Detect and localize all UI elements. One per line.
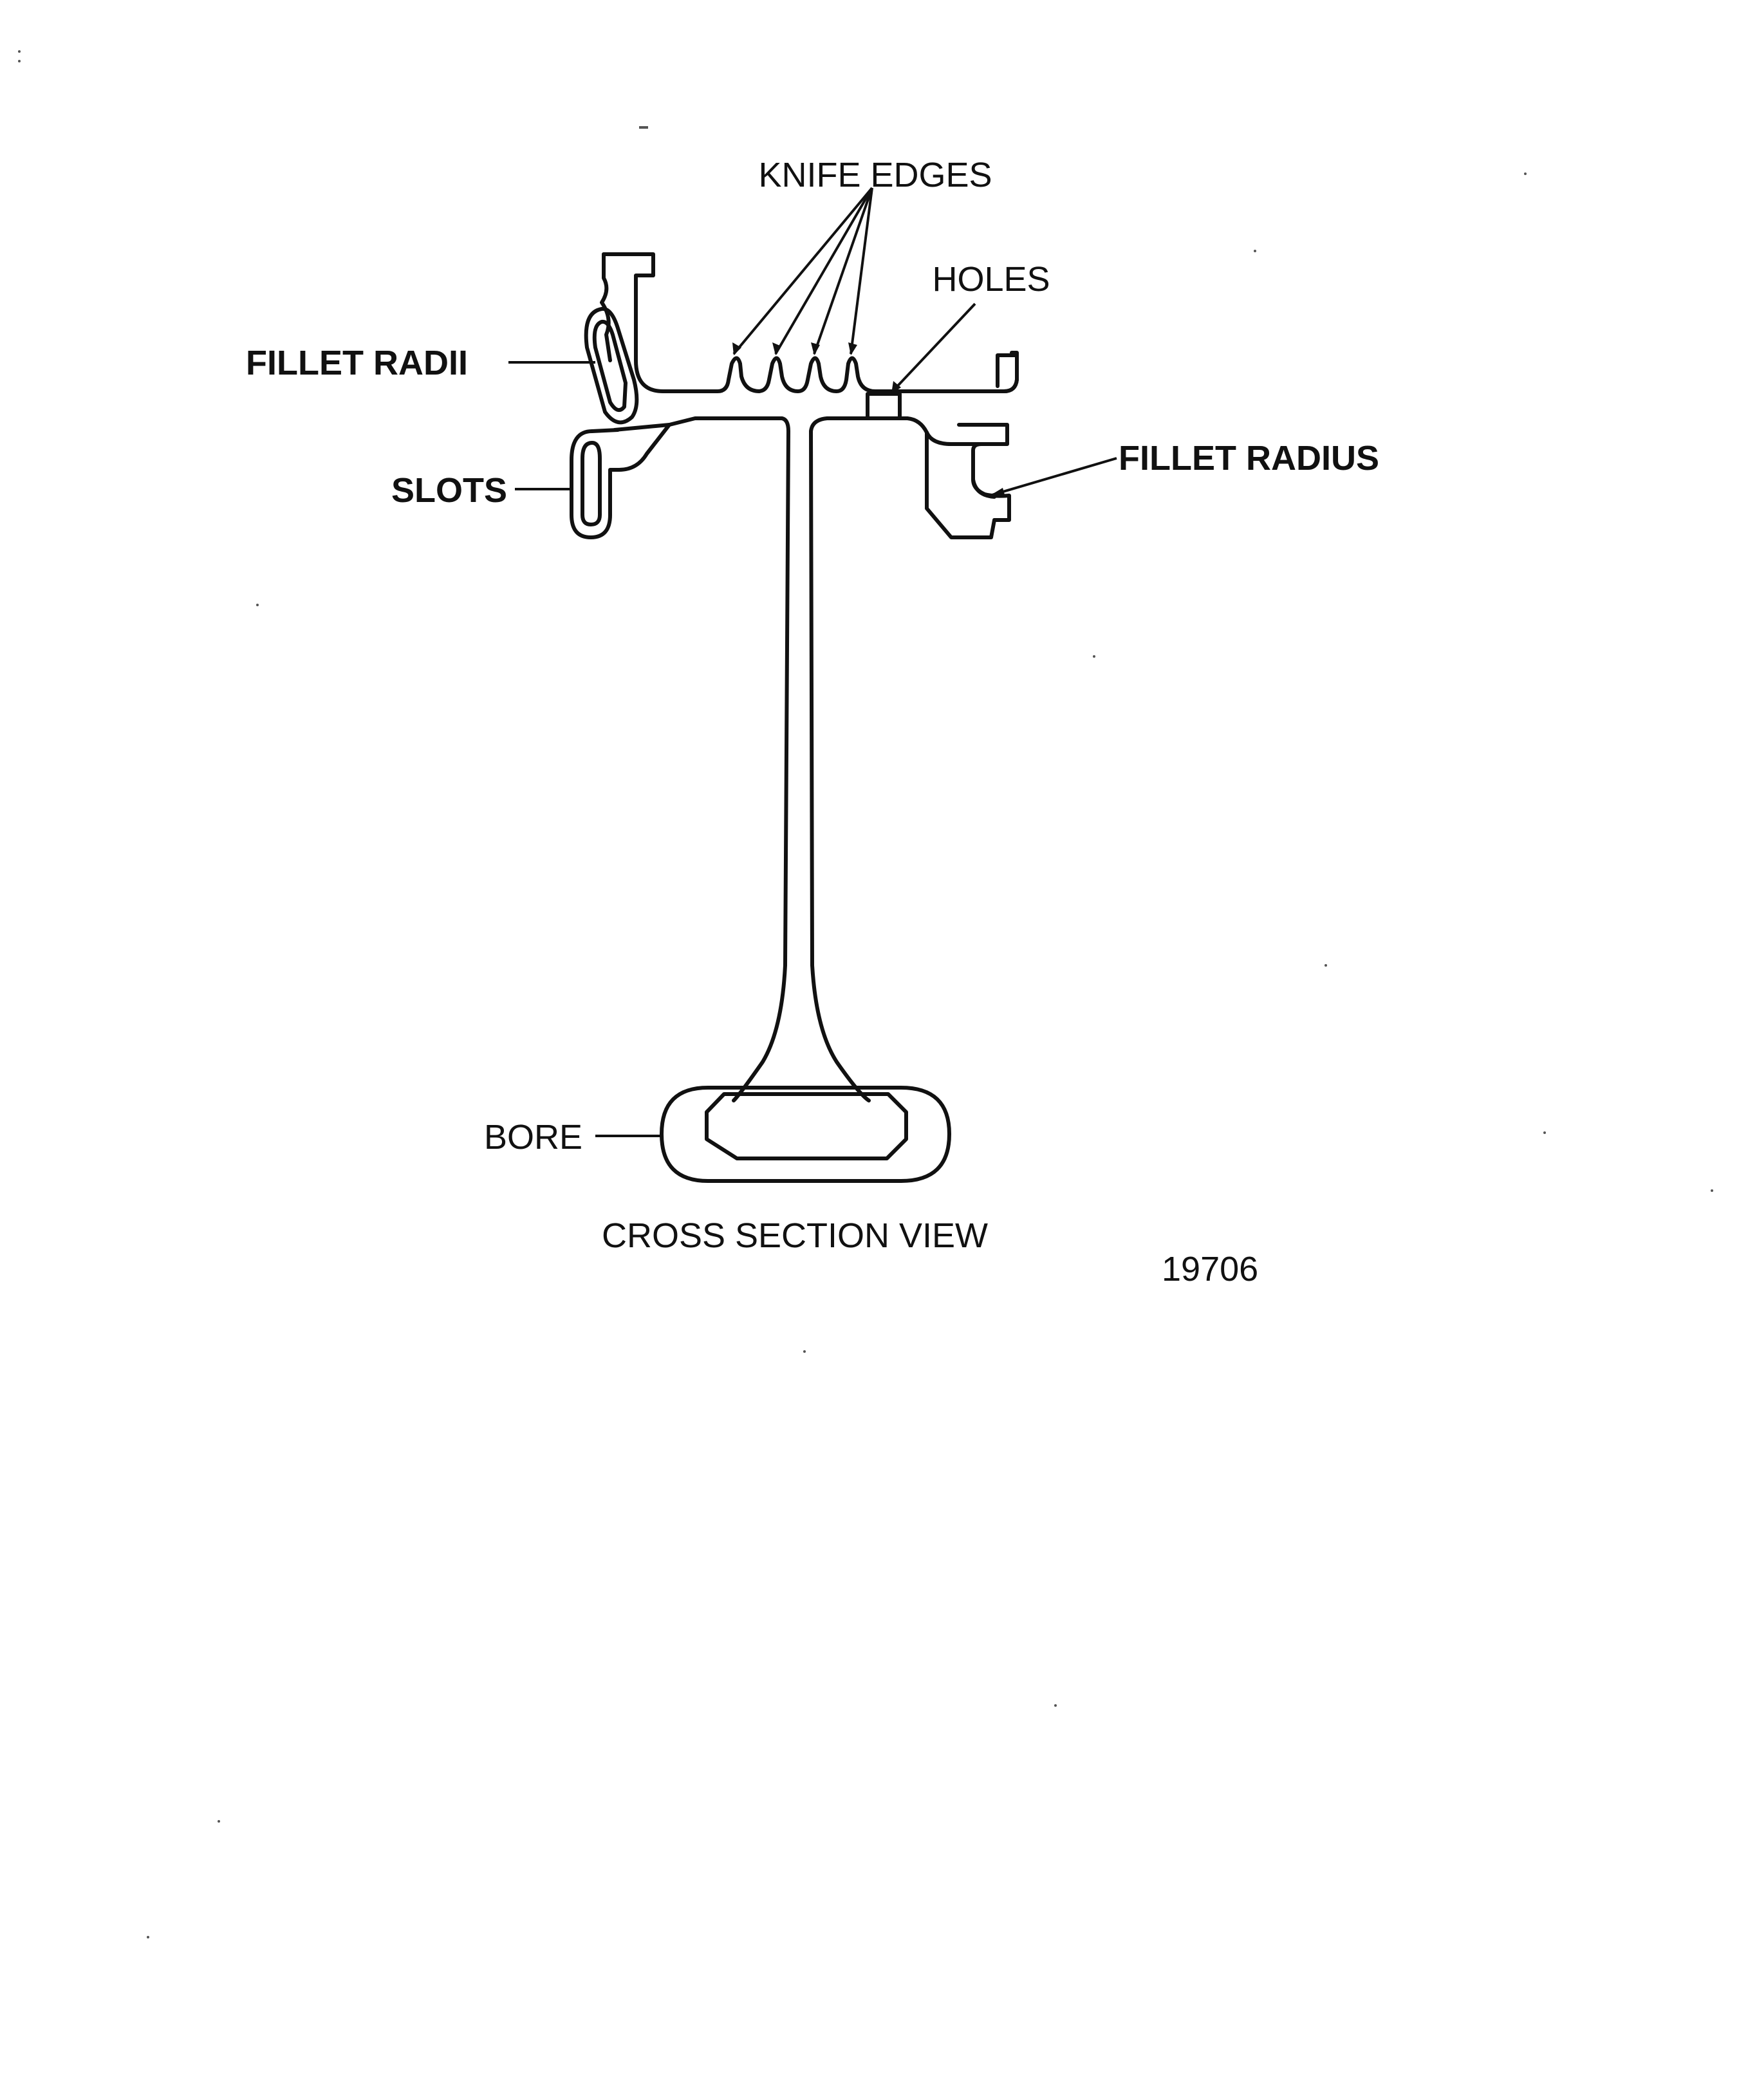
leader-lines [508, 187, 1117, 1137]
disk-cross-section [570, 252, 1019, 1183]
fillet-radii-lug [584, 306, 639, 425]
knife-edge-arrow-3 [811, 342, 820, 355]
fillet-radii-lug-inner [592, 319, 628, 413]
labels: KNIFE EDGES HOLES FILLET RADII SLOTS FIL… [246, 156, 1379, 1288]
label-fillet-radii: FILLET RADII [246, 344, 468, 382]
left-upper-flange [602, 252, 665, 393]
knife-edge-arrow-1 [732, 342, 741, 355]
label-bore: BORE [484, 1118, 582, 1157]
bore-outer [660, 1086, 951, 1183]
diagram-caption: CROSS SECTION VIEW [602, 1216, 988, 1255]
leader-arrowheads [732, 342, 1005, 497]
knife-edge-leader-1 [732, 187, 873, 355]
label-fillet-radius: FILLET RADIUS [1119, 439, 1379, 478]
rim-hole [866, 392, 902, 420]
label-slots: SLOTS [391, 471, 507, 510]
knife-edge-leader-2 [774, 187, 873, 355]
slot-outer [570, 423, 671, 539]
holes-leader [890, 302, 976, 394]
knife-edge-leader-3 [813, 187, 873, 355]
scan-specks [18, 50, 1713, 1938]
slot-inner [581, 441, 602, 526]
label-holes: HOLES [932, 260, 1050, 299]
slot-top [590, 428, 620, 433]
web-left [732, 429, 790, 1102]
fillet-radius-leader [989, 457, 1117, 497]
rim-underside-left [613, 416, 790, 433]
rim-top-knife-edges [661, 351, 1019, 393]
right-lower-flange [925, 423, 1009, 446]
rim-underside-right [809, 416, 929, 434]
knife-edge-arrow-4 [848, 342, 857, 355]
label-knife-edges: KNIFE EDGES [758, 156, 992, 194]
fillet-radius-arrow [990, 488, 1005, 497]
knife-edge-leader-4 [850, 187, 873, 355]
bore-inner [705, 1092, 908, 1160]
right-upper-flange [996, 353, 1019, 393]
right-lower-flange-body [925, 431, 1011, 539]
holes-arrow [891, 381, 901, 394]
figure-number: 19706 [1162, 1250, 1258, 1288]
web-right [809, 429, 871, 1102]
knife-edge-arrow-2 [772, 342, 781, 355]
right-lower-flange-fillet [971, 478, 996, 499]
